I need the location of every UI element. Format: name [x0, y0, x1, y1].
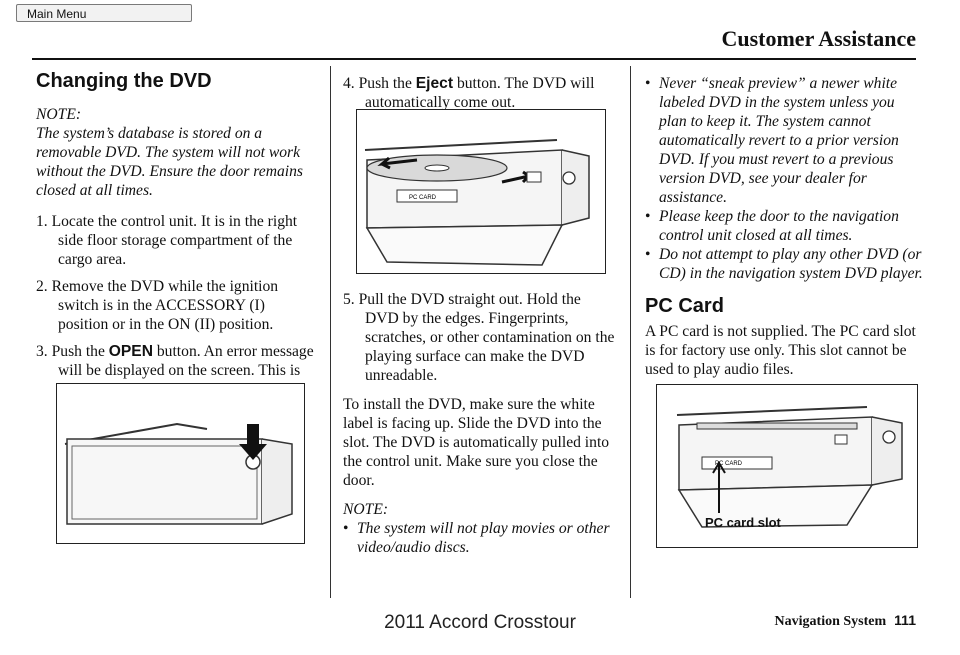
pc-card-slot-illustration: PC CARD — [676, 406, 903, 528]
bullet-keep-door-closed: Please keep the door to the navigation c… — [645, 207, 925, 245]
note-text: The system’s database is stored on a rem… — [36, 125, 303, 199]
section-heading-changing-dvd: Changing the DVD — [36, 70, 212, 92]
footer-section: Navigation System — [774, 614, 887, 629]
eject-button-label: Eject — [415, 75, 454, 92]
control-unit-figure — [56, 383, 305, 544]
pc-card-slot-figure: PC CARD PC card slot — [656, 384, 918, 548]
control-unit-illustration — [64, 422, 293, 525]
step-1: 1. Locate the control unit. It is in the… — [36, 213, 298, 268]
step-2: 2. Remove the DVD while the ignition swi… — [36, 278, 279, 333]
pc-card-slot-label: PC card slot — [705, 515, 781, 530]
note-label: NOTE: — [36, 106, 82, 123]
pc-card-description: A PC card is not supplied. The PC card s… — [645, 323, 916, 378]
column-2: 4. Push the Eject button. The DVD will a… — [343, 66, 615, 557]
column-3: Never “sneak preview” a newer white labe… — [645, 66, 925, 379]
column-divider — [330, 66, 331, 598]
column-1: Changing the DVD NOTE: The system’s data… — [36, 66, 318, 399]
column-divider — [630, 66, 631, 598]
header-rule — [32, 58, 916, 60]
pc-card-text: PC CARD — [409, 195, 437, 201]
main-menu-button[interactable]: Main Menu — [16, 4, 192, 22]
pc-card-text: PC CARD — [715, 461, 743, 467]
bullet-no-other-dvd: Do not attempt to play any other DVD (or… — [645, 245, 925, 283]
note-bullet: The system will not play movies or other… — [343, 519, 615, 557]
page-number: 111 — [894, 612, 916, 628]
step-4: 4. Push the Eject button. The DVD will a… — [343, 75, 595, 111]
dvd-eject-figure: PC CARD — [356, 109, 606, 274]
step-3: 3. Push the OPEN button. An error messag… — [36, 343, 314, 398]
dvd-eject-illustration: PC CARD — [364, 139, 590, 266]
step-5: 5. Pull the DVD straight out. Hold the D… — [343, 291, 615, 384]
note-label-2: NOTE: — [343, 501, 389, 518]
footer-page-info: Navigation System 111 — [775, 612, 916, 630]
section-heading-pc-card: PC Card — [645, 295, 724, 317]
bullet-sneak-preview: Never “sneak preview” a newer white labe… — [645, 74, 925, 207]
open-button-label: OPEN — [108, 343, 153, 360]
page-title: Customer Assistance — [721, 26, 916, 51]
install-instructions: To install the DVD, make sure the white … — [343, 396, 610, 489]
footer-model: 2011 Accord Crosstour — [384, 612, 576, 633]
